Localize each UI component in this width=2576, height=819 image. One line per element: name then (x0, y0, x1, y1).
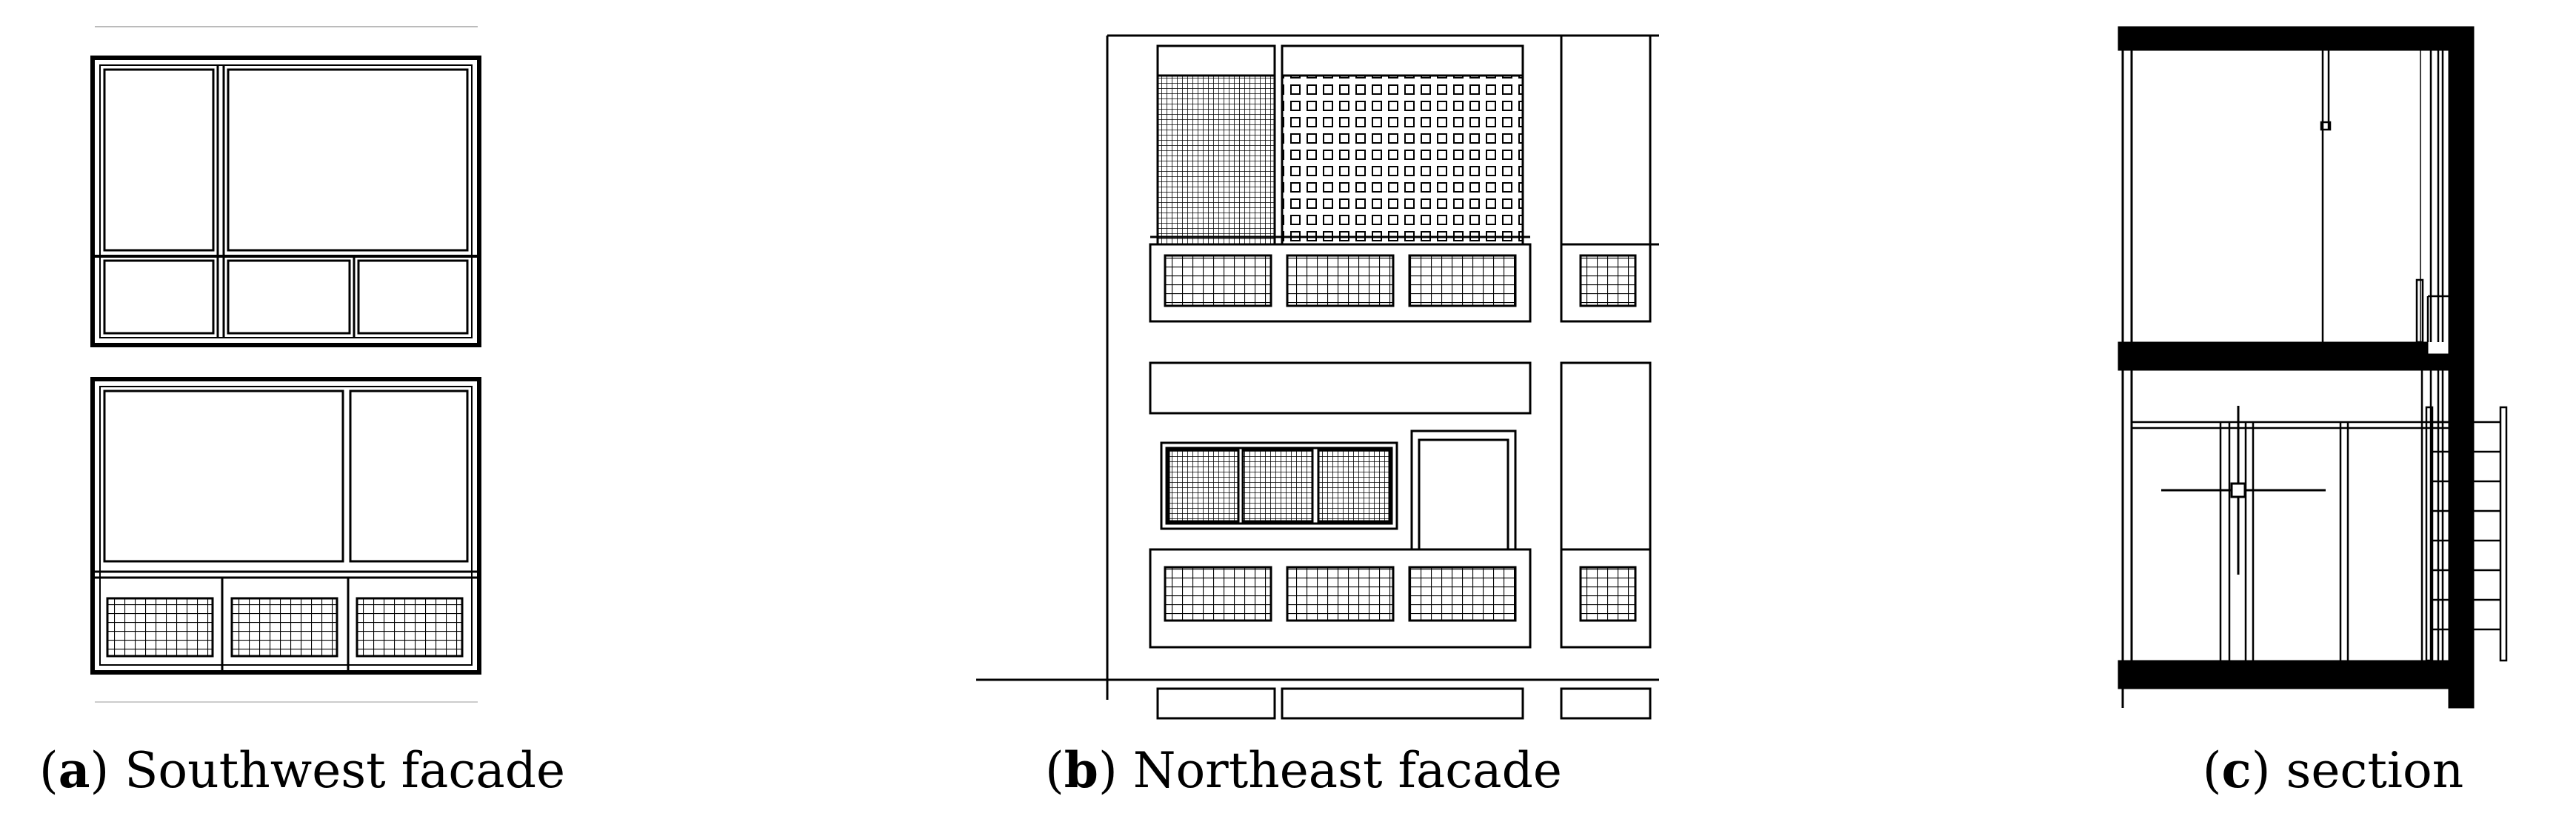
section-drawing (2118, 26, 2508, 709)
lower-window-block (90, 377, 481, 675)
caption-letter: b (1064, 741, 1098, 799)
caption-label: section (2286, 742, 2464, 799)
upper-floor (1149, 34, 1659, 323)
middle-floor (1149, 361, 1652, 649)
caption-label: Northeast facade (1132, 742, 1562, 799)
caption-southwest-facade: (a) Southwest facade (39, 741, 566, 799)
drawing-canvas (90, 26, 2508, 720)
southwest-facade-drawing (90, 26, 481, 703)
caption-section: (c) section (2202, 741, 2464, 799)
caption-letter: a (58, 741, 90, 799)
caption-northeast-facade: (b) Northeast facade (1045, 741, 1562, 799)
upper-window-block (90, 56, 481, 347)
caption-letter: c (2221, 741, 2252, 799)
stair (2425, 406, 2508, 662)
northeast-facade-drawing (976, 34, 1659, 720)
caption-label: Southwest facade (124, 742, 566, 799)
